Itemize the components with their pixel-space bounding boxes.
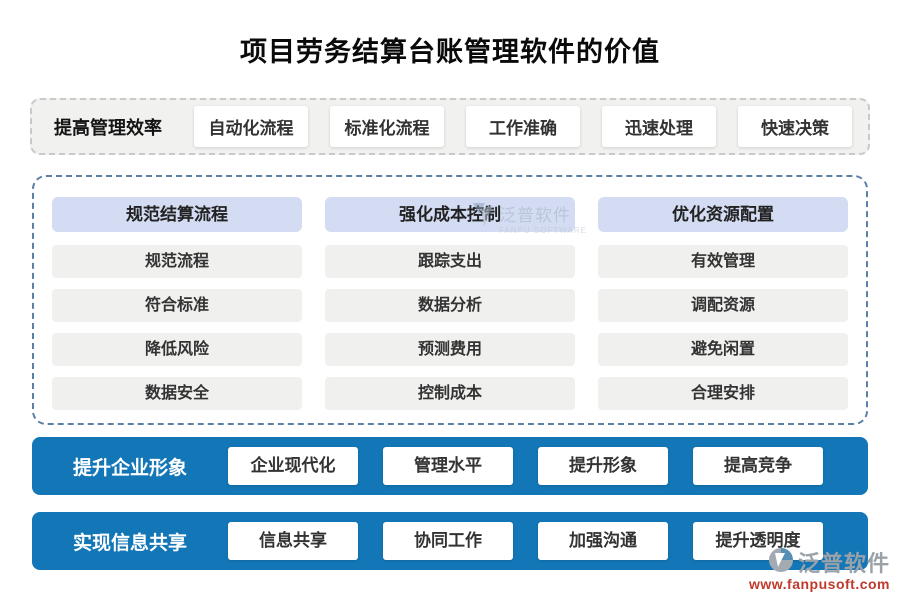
- image-row-label: 提升企业形象: [72, 457, 187, 479]
- column-item: 跟踪支出: [325, 245, 575, 278]
- column-settlement-process: 规范结算流程 规范流程 符合标准 降低风险 数据安全: [52, 197, 302, 410]
- efficiency-chip-accuracy: 工作准确: [466, 106, 580, 147]
- column-item: 规范流程: [52, 245, 302, 278]
- page-title: 项目劳务结算台账管理软件的价值: [240, 37, 660, 67]
- column-item: 控制成本: [325, 377, 575, 410]
- efficiency-row-label: 提高管理效率: [54, 117, 162, 138]
- column-item: 预测费用: [325, 333, 575, 366]
- efficiency-chip-standardization: 标准化流程: [330, 106, 444, 147]
- efficiency-row: 提高管理效率 自动化流程 标准化流程 工作准确 迅速处理 快速决策: [30, 98, 870, 155]
- column-item: 调配资源: [598, 289, 848, 322]
- image-chip-competition: 提高竞争: [693, 447, 823, 485]
- image-chip-modernization: 企业现代化: [228, 447, 358, 485]
- efficiency-chip-speed: 迅速处理: [602, 106, 716, 147]
- share-chip-collaboration: 协同工作: [383, 522, 513, 560]
- column-header: 优化资源配置: [598, 197, 848, 232]
- column-item: 有效管理: [598, 245, 848, 278]
- image-chip-management-level: 管理水平: [383, 447, 513, 485]
- column-item: 数据分析: [325, 289, 575, 322]
- corner-watermark-brand: 泛普软件: [797, 551, 890, 576]
- share-chip-transparency: 提升透明度: [693, 522, 823, 560]
- corner-watermark-url: www.fanpusoft.com: [749, 576, 890, 592]
- efficiency-chip-decision: 快速决策: [738, 106, 852, 147]
- column-item: 符合标准: [52, 289, 302, 322]
- column-item: 降低风险: [52, 333, 302, 366]
- value-panel: 规范结算流程 规范流程 符合标准 降低风险 数据安全 强化成本控制 跟踪支出 数…: [32, 175, 868, 425]
- image-chip-image: 提升形象: [538, 447, 668, 485]
- share-chip-communication: 加强沟通: [538, 522, 668, 560]
- column-header: 强化成本控制: [325, 197, 575, 232]
- column-resource-allocation: 优化资源配置 有效管理 调配资源 避免闲置 合理安排: [598, 197, 848, 410]
- corner-watermark: 泛普软件 www.fanpusoft.com: [749, 546, 890, 592]
- column-cost-control: 强化成本控制 跟踪支出 数据分析 预测费用 控制成本: [325, 197, 575, 410]
- fanpu-logo-icon: [768, 547, 794, 578]
- share-row: 实现信息共享 信息共享 协同工作 加强沟通 提升透明度: [32, 512, 868, 570]
- efficiency-chip-automation: 自动化流程: [194, 106, 308, 147]
- column-header: 规范结算流程: [52, 197, 302, 232]
- share-chip-info-sharing: 信息共享: [228, 522, 358, 560]
- share-row-label: 实现信息共享: [72, 532, 187, 554]
- column-item: 避免闲置: [598, 333, 848, 366]
- column-item: 合理安排: [598, 377, 848, 410]
- column-item: 数据安全: [52, 377, 302, 410]
- image-row: 提升企业形象 企业现代化 管理水平 提升形象 提高竞争: [32, 437, 868, 495]
